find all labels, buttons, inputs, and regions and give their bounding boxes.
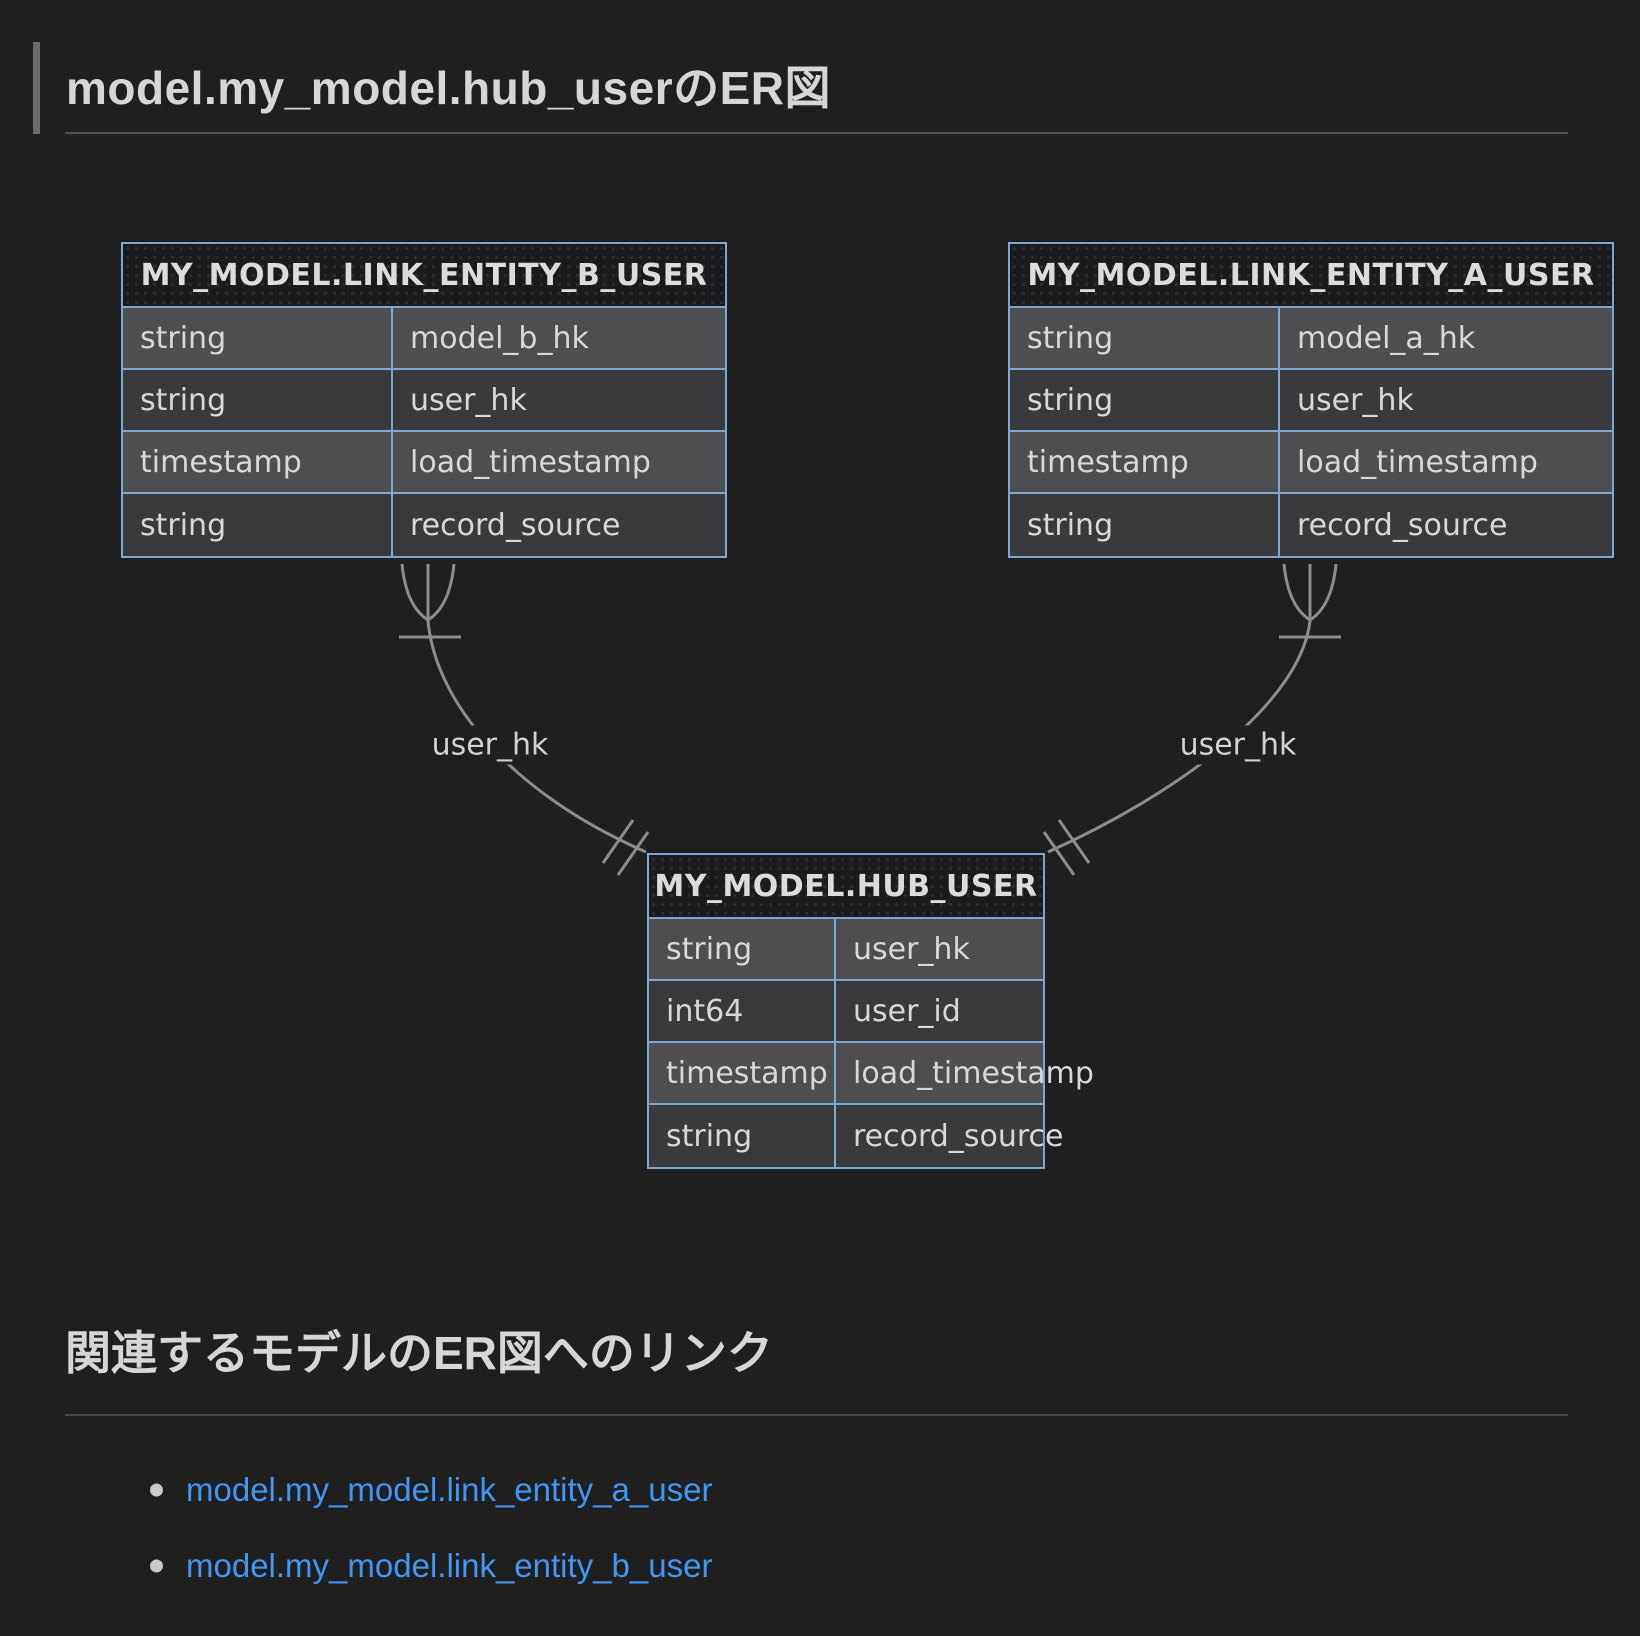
attribute-type: timestamp — [1010, 432, 1280, 492]
entity-name: MY_MODEL.LINK_ENTITY_B_USER — [123, 244, 725, 308]
er-diagram: MY_MODEL.LINK_ENTITY_B_USER string model… — [0, 200, 1640, 1210]
attribute-name: load_timestamp — [853, 1055, 1094, 1091]
list-item: model.my_model.link_entity_a_user — [150, 1468, 712, 1512]
list-item: model.my_model.link_entity_b_user — [150, 1544, 712, 1588]
entity-name: MY_MODEL.LINK_ENTITY_A_USER — [1010, 244, 1612, 308]
bullet-icon — [150, 1483, 163, 1497]
attribute-name: model_b_hk — [410, 320, 589, 356]
entity-attribute-row: string model_b_hk — [123, 308, 725, 370]
divider — [65, 1414, 1568, 1416]
entity-table-link-entity-a-user: MY_MODEL.LINK_ENTITY_A_USER string model… — [1008, 242, 1614, 558]
attribute-name: load_timestamp — [410, 444, 651, 480]
entity-attribute-row: int64 user_id — [649, 981, 1043, 1043]
attribute-type: string — [649, 1105, 836, 1167]
attribute-type: string — [1010, 494, 1280, 556]
attribute-name: model_a_hk — [1297, 320, 1476, 356]
attribute-type: string — [649, 919, 836, 979]
entity-name: MY_MODEL.HUB_USER — [649, 855, 1043, 919]
attribute-type: int64 — [649, 981, 836, 1041]
attribute-type: string — [123, 308, 393, 368]
entity-table-link-entity-b-user: MY_MODEL.LINK_ENTITY_B_USER string model… — [121, 242, 727, 558]
entity-attribute-row: string record_source — [123, 494, 725, 556]
related-links-list: model.my_model.link_entity_a_user model.… — [150, 1468, 712, 1620]
attribute-name: user_hk — [410, 382, 527, 418]
link-model-link-entity-a-user[interactable]: model.my_model.link_entity_a_user — [186, 1471, 713, 1508]
section-title: 関連するモデルのER図へのリンク — [65, 1327, 773, 1379]
relationship-label: user_hk — [1171, 725, 1305, 765]
bullet-icon — [150, 1559, 163, 1573]
entity-attribute-row: timestamp load_timestamp — [123, 432, 725, 494]
attribute-type: timestamp — [649, 1043, 836, 1103]
entity-attribute-row: timestamp load_timestamp — [649, 1043, 1094, 1105]
entity-attribute-row: string record_source — [1010, 494, 1612, 556]
attribute-type: string — [123, 370, 393, 430]
attribute-name: user_hk — [853, 931, 970, 967]
entity-attribute-row: string record_source — [649, 1105, 1063, 1167]
entity-attribute-row: string model_a_hk — [1010, 308, 1612, 370]
relationship-edge-a-to-hub — [1042, 563, 1341, 876]
page-title: model.my_model.hub_userのER図 — [66, 62, 831, 114]
divider — [65, 132, 1568, 134]
relationship-label: user_hk — [423, 725, 557, 765]
attribute-name: user_hk — [1297, 382, 1414, 418]
attribute-name: load_timestamp — [1297, 444, 1538, 480]
attribute-name: record_source — [410, 507, 621, 543]
relationship-edges — [399, 563, 1341, 876]
entity-attribute-row: string user_hk — [649, 919, 1043, 981]
active-line-indicator — [33, 42, 40, 134]
attribute-type: string — [1010, 370, 1280, 430]
attribute-type: timestamp — [123, 432, 393, 492]
attribute-name: user_id — [853, 993, 961, 1029]
attribute-type: string — [1010, 308, 1280, 368]
entity-attribute-row: string user_hk — [123, 370, 725, 432]
entity-table-hub-user: MY_MODEL.HUB_USER string user_hk int64 u… — [647, 853, 1094, 1169]
relationship-edge-b-to-hub — [399, 563, 650, 876]
attribute-name: record_source — [853, 1118, 1064, 1154]
link-model-link-entity-b-user[interactable]: model.my_model.link_entity_b_user — [186, 1547, 713, 1584]
attribute-name: record_source — [1297, 507, 1508, 543]
attribute-type: string — [123, 494, 393, 556]
entity-attribute-row: timestamp load_timestamp — [1010, 432, 1612, 494]
entity-attribute-row: string user_hk — [1010, 370, 1612, 432]
